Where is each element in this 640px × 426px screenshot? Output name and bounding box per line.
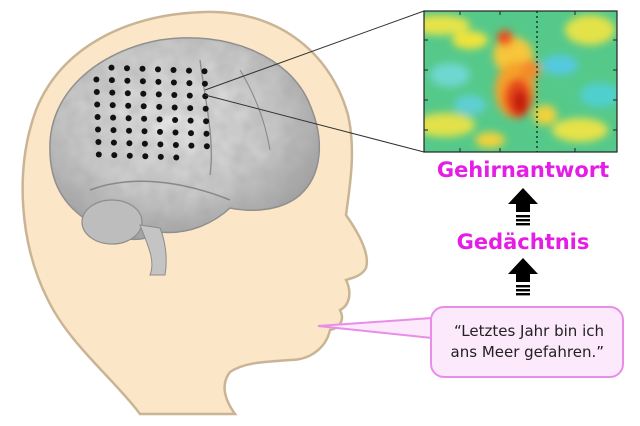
heatmap-blob [520, 60, 540, 80]
electrode [93, 89, 100, 95]
electrode [142, 153, 149, 160]
up-arrow-icon [508, 258, 538, 296]
electrode [171, 104, 178, 111]
electrode [172, 129, 179, 136]
brain-response-heatmap [423, 10, 618, 153]
heatmap-blob [430, 63, 470, 87]
electrode [126, 140, 133, 147]
heatmap-blob [580, 83, 617, 107]
electrode [202, 93, 209, 100]
heatmap-blob [552, 118, 608, 142]
electrode [202, 105, 209, 112]
heatmap-blob [475, 132, 505, 148]
electrode [95, 139, 102, 145]
electrode [94, 101, 101, 108]
electrode [125, 102, 132, 109]
electrode [157, 153, 164, 160]
electrode [187, 105, 194, 112]
electrode [110, 114, 117, 121]
electrode [126, 127, 132, 134]
electrode [186, 67, 192, 74]
speech-bubble: “Letztes Jahr bin ich ans Meer gefahren.… [430, 306, 624, 378]
up-arrow-icon [508, 188, 538, 226]
electrode [140, 90, 147, 97]
electrode [173, 154, 180, 161]
electrode [124, 77, 131, 84]
connector-line-top [204, 10, 425, 91]
electrode [141, 115, 148, 122]
electrode [110, 127, 117, 134]
electrode [170, 67, 177, 73]
electrode [203, 143, 210, 150]
electrode [141, 140, 148, 147]
speech-line-2: ans Meer gefahren.” [450, 343, 604, 361]
connector-line-bottom [204, 94, 425, 153]
brain-response-label: Gehirnantwort [436, 158, 610, 182]
heatmap-blob [533, 105, 557, 125]
electrode [126, 152, 133, 159]
heatmap-blob [542, 55, 578, 75]
electrode [109, 102, 116, 109]
electrode [201, 80, 208, 87]
heatmap-blob [565, 15, 615, 45]
brain-illustration [49, 37, 320, 276]
electrode [203, 130, 210, 137]
electrode [187, 117, 194, 124]
electrode [111, 152, 118, 159]
electrode [108, 77, 115, 84]
electrode [157, 128, 163, 135]
heatmap-blob [424, 15, 470, 35]
electrode [188, 130, 194, 137]
electrode [109, 89, 116, 96]
electrode [95, 126, 101, 133]
electrode [94, 114, 101, 120]
heatmap-blob [424, 113, 475, 137]
electrode [172, 142, 179, 148]
electrode [188, 142, 195, 149]
electrode [110, 139, 117, 146]
electrode [157, 141, 164, 148]
electrode [170, 79, 177, 86]
electrode [124, 65, 130, 72]
speech-line-1: “Letztes Jahr bin ich [453, 322, 604, 340]
electrode [141, 128, 148, 135]
electrode [124, 90, 131, 97]
heatmap-blob [497, 30, 513, 46]
electrode-grid [93, 64, 210, 161]
electrode [139, 78, 146, 85]
electrode [172, 117, 179, 123]
electrode [155, 66, 161, 73]
electrode [108, 64, 115, 71]
electrode [140, 103, 147, 110]
electrode [171, 92, 178, 98]
electrode [186, 80, 193, 87]
heatmap-blob [512, 90, 528, 114]
heatmap-blob [454, 95, 486, 115]
electrode [156, 103, 163, 110]
electrode [155, 78, 162, 85]
electrode [156, 116, 163, 123]
heatmap-blob [452, 31, 488, 49]
electrode [125, 115, 132, 122]
electrode [186, 92, 193, 99]
electrode [95, 151, 102, 158]
electrode [93, 76, 100, 83]
electrode [201, 68, 208, 75]
electrode [139, 65, 146, 72]
electrode [155, 91, 162, 98]
memory-label: Gedächtnis [456, 230, 590, 254]
electrode [203, 118, 210, 125]
